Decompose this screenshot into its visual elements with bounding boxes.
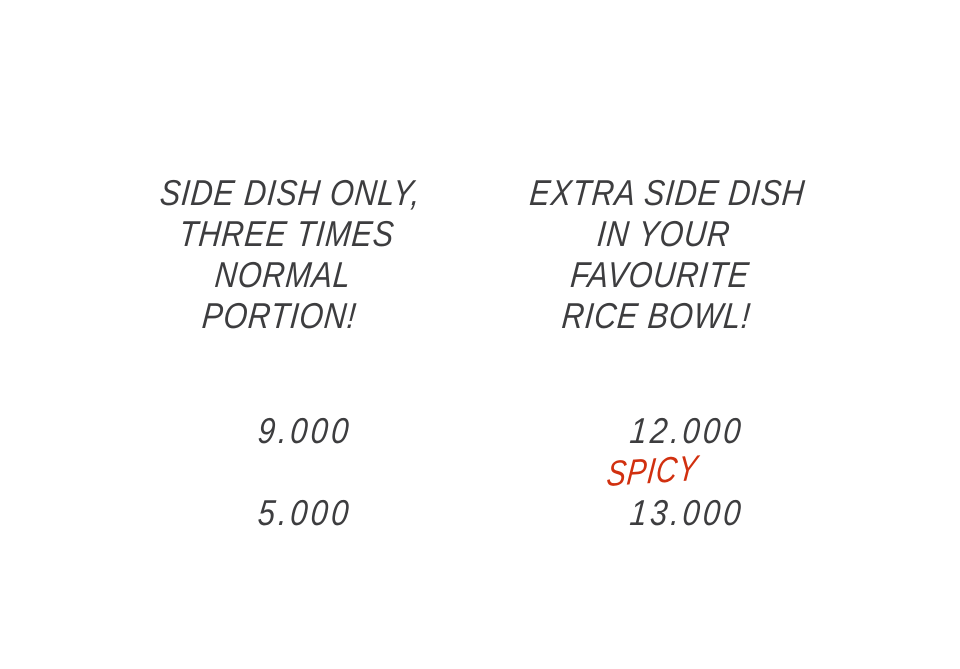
description-line: normal portion! xyxy=(200,254,359,336)
price-right-regular: 12.000 xyxy=(628,410,746,451)
price-left-second: 5.000 xyxy=(256,492,354,533)
spicy-label: Spicy xyxy=(604,447,701,494)
extra-side-dish-description: Extra side dish in your favourite rice b… xyxy=(510,172,814,336)
description-line: in your favourite xyxy=(568,213,752,295)
description-line: rice bowl! xyxy=(560,295,753,336)
price-left-regular: 9.000 xyxy=(256,410,354,451)
side-dish-only-description: Side dish only, three times normal porti… xyxy=(133,172,437,336)
description-line: three times xyxy=(177,213,397,254)
description-line: Extra side dish xyxy=(528,172,807,213)
description-line: Side dish only, xyxy=(158,172,423,213)
price-right-spicy: 13.000 xyxy=(628,492,746,533)
